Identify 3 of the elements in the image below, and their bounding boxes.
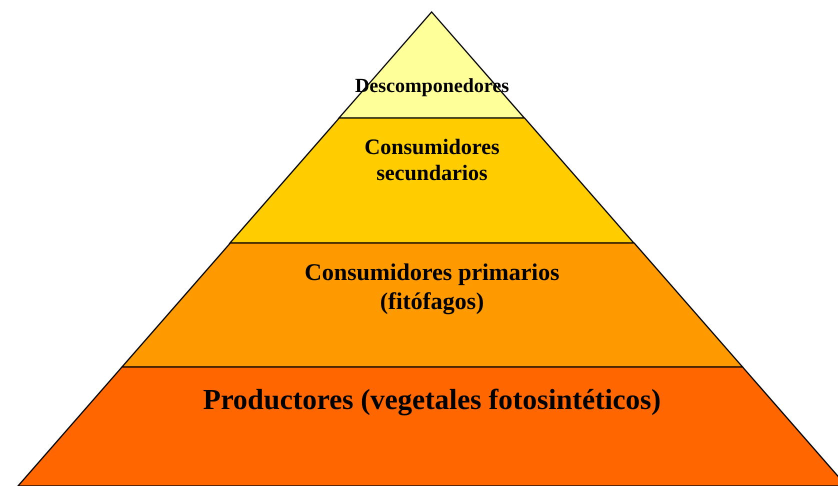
level-label: Consumidores primarios (fitófagos) — [304, 259, 560, 317]
level-label: Productores (vegetales fotosintéticos) — [202, 383, 662, 418]
level-label: Consumidores secundarios — [363, 134, 501, 187]
